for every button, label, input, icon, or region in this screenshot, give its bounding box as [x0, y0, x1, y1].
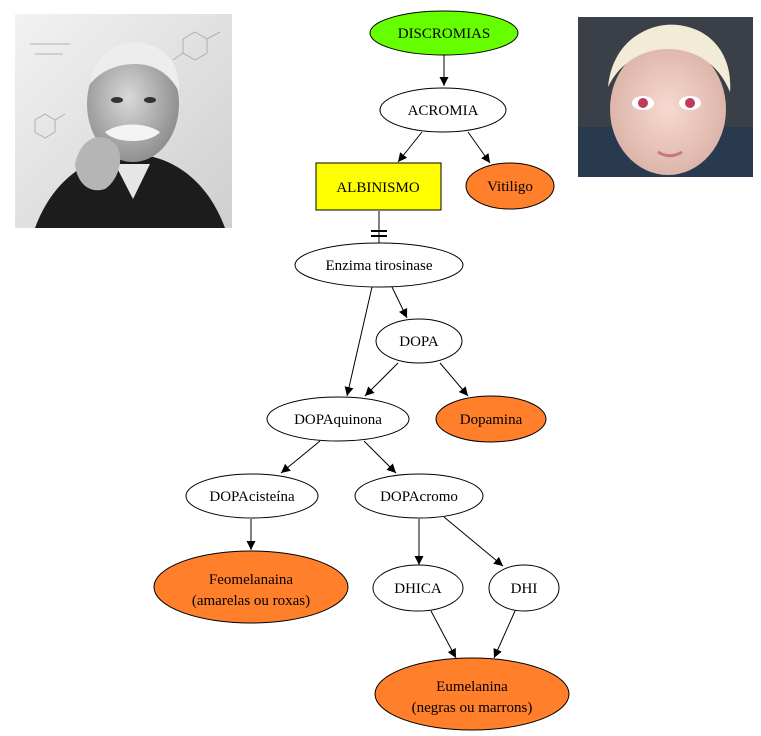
node-feomelanina: Feomelanaina (amarelas ou roxas) [153, 550, 349, 624]
edge-dhi-eumelanina [493, 610, 516, 659]
node-tirosinase: Enzima tirosinase [294, 242, 464, 288]
node-dhica-label: DHICA [394, 581, 442, 597]
node-eumelanina-label-line2: (negras ou marrons) [412, 700, 533, 716]
portrait-photo [15, 14, 232, 228]
node-dopacisteina-label: DOPAcisteína [209, 489, 295, 505]
node-dhica: DHICA [372, 564, 464, 612]
edge-dopa-dopaquinona [364, 362, 399, 397]
node-feomelanina-label-line2: (amarelas ou roxas) [192, 593, 310, 609]
node-dhi: DHI [488, 564, 560, 612]
edge-tirosinase-dopaquinona [344, 286, 373, 397]
edge-dopaquinona-dopacisteina [280, 440, 321, 474]
edges [246, 55, 516, 659]
node-dopa: DOPA [375, 318, 463, 364]
edge-dopa-dopamina [439, 362, 469, 397]
edge-dopacromo-dhi [443, 516, 504, 567]
node-dopacromo: DOPAcromo [354, 473, 484, 519]
edge-acromia-vitiligo [467, 131, 491, 164]
node-dopamina: Dopamina [435, 395, 547, 443]
node-dopamina-label: Dopamina [460, 412, 523, 428]
node-tirosinase-label: Enzima tirosinase [325, 258, 432, 274]
node-discromias-label: DISCROMIAS [398, 26, 491, 42]
node-acromia-label: ACROMIA [408, 103, 479, 119]
node-vitiligo: Vitiligo [465, 162, 555, 210]
node-eumelanina: Eumelanina (negras ou marrons) [374, 657, 570, 731]
node-dopacisteina: DOPAcisteína [185, 473, 319, 519]
node-vitiligo-label: Vitiligo [487, 179, 533, 195]
node-eumelanina-label-line1: Eumelanina [436, 679, 508, 695]
node-discromias: DISCROMIAS [369, 10, 519, 56]
node-dopa-label: DOPA [399, 334, 439, 350]
node-dopaquinona-label: DOPAquinona [294, 412, 382, 428]
node-acromia: ACROMIA [379, 87, 507, 133]
node-albinismo: ALBINISMO [315, 162, 442, 211]
albino-child-photo [578, 17, 753, 177]
node-dhi-label: DHI [511, 581, 538, 597]
node-dopaquinona: DOPAquinona [266, 396, 410, 442]
node-feomelanina-label-line1: Feomelanaina [209, 572, 293, 588]
edge-acromia-albinismo [397, 131, 423, 163]
edge-tirosinase-dopa [391, 286, 408, 319]
node-dopacromo-label: DOPAcromo [380, 489, 458, 505]
edge-dopaquinona-dopacromo [363, 440, 397, 474]
node-albinismo-label: ALBINISMO [336, 180, 420, 196]
edge-dhica-eumelanina [430, 610, 457, 659]
